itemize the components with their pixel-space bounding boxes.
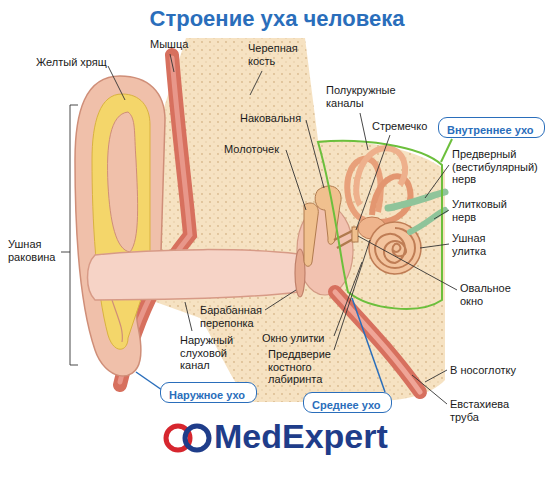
- region-box: Наружное ухо: [160, 382, 257, 403]
- auricle: [92, 94, 150, 349]
- part-label: В носоглотку: [450, 364, 516, 377]
- leader-line: [61, 54, 457, 404]
- leader-line: [170, 54, 174, 72]
- part-label: Мышца: [150, 38, 188, 51]
- ear-canal: [88, 250, 299, 300]
- leader-line: [434, 210, 449, 219]
- region-outline: [352, 298, 385, 392]
- region-outline: [318, 141, 442, 309]
- part-label: Стремечко: [372, 120, 427, 133]
- part-label: Полукружные каналы: [326, 84, 404, 109]
- auricle: [75, 76, 165, 376]
- leader-line: [250, 71, 262, 95]
- leader-line: [265, 290, 296, 310]
- leader-line: [286, 150, 306, 210]
- auricle: [75, 76, 165, 376]
- region-box: Внутреннее ухо: [438, 117, 545, 138]
- logo-rings: [166, 426, 209, 450]
- leader-line: [306, 120, 324, 188]
- leader-line: [425, 165, 449, 198]
- box-label: Внутреннее ухо: [447, 124, 533, 137]
- part-label: Евстахиева труба: [450, 398, 522, 423]
- part-label: Преддверие костного лабиринта: [268, 348, 340, 386]
- part-label: Черепная кость: [248, 42, 306, 67]
- leader-line: [61, 105, 78, 365]
- leader-line: [420, 244, 449, 248]
- part-label: Овальное окно: [460, 282, 520, 307]
- middle-ear: [352, 227, 358, 242]
- leader-line: [356, 135, 390, 230]
- inner-ear: [372, 176, 411, 222]
- leader-line: [360, 113, 368, 150]
- region-outline: [136, 372, 162, 390]
- box-label: Наружное ухо: [169, 389, 245, 402]
- part-label: Наковальня: [240, 112, 301, 125]
- auricle: [112, 300, 122, 342]
- part-label: Ушная улитка: [452, 232, 502, 257]
- part-label: Желтый хрящ: [36, 56, 107, 69]
- leader-line: [412, 375, 447, 404]
- leader-line: [334, 240, 370, 350]
- leader-line: [425, 370, 447, 382]
- logo-rings: [185, 426, 209, 450]
- inner-ear: [388, 192, 445, 208]
- region-outline: [441, 139, 452, 162]
- leader-line: [334, 262, 362, 336]
- part-label: Ушная раковина: [8, 238, 66, 263]
- diagram-title: Строение уха человека: [0, 6, 554, 32]
- leader-line: [358, 236, 457, 290]
- region-box: Среднее ухо: [303, 392, 392, 413]
- part-label: Улитковый нерв: [452, 198, 518, 223]
- brand-logo: MedExpert: [214, 418, 388, 455]
- part-label: Наружный слуховой канал: [180, 334, 242, 372]
- box-label: Среднее ухо: [312, 399, 381, 412]
- part-label: Окно улитки: [262, 332, 324, 345]
- leader-line: [108, 66, 125, 100]
- part-label: Барабанная перепонка: [200, 304, 272, 329]
- part-label: Предверный (вестибулярный) нерв: [452, 148, 548, 186]
- auricle: [108, 112, 138, 252]
- inner-ear: [347, 148, 445, 274]
- inner-ear: [410, 210, 445, 232]
- ear-canal: [88, 250, 299, 300]
- leader-line: [185, 302, 192, 331]
- middle-ear: [304, 203, 318, 266]
- part-label: Молоточек: [224, 143, 279, 156]
- inner-ear: [356, 148, 405, 205]
- region-outline: [136, 139, 452, 392]
